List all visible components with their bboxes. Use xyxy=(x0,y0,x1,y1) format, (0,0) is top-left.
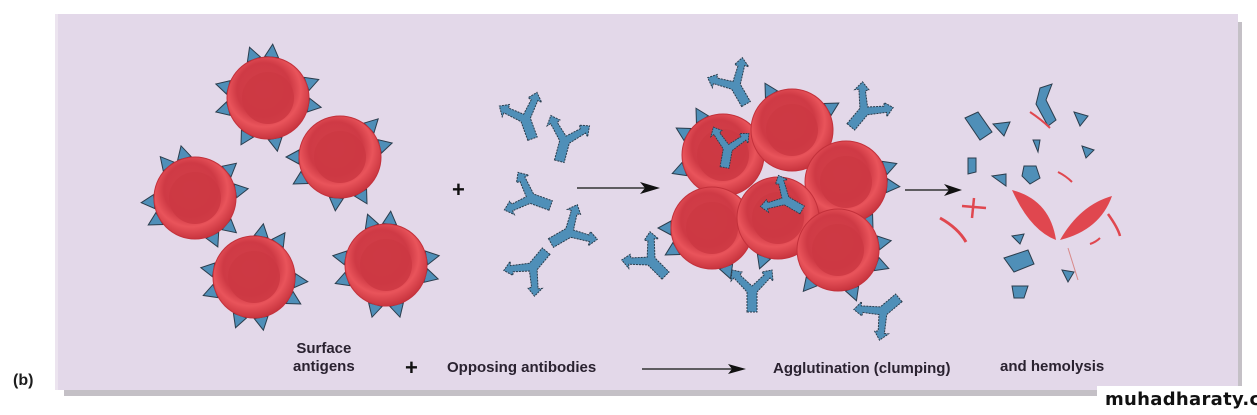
stage-rbc-with-antigens xyxy=(140,43,441,332)
antibody xyxy=(852,281,913,342)
red-blood-cell xyxy=(796,208,893,304)
watermark-text: muhadharaty.com xyxy=(1105,389,1257,410)
antibody xyxy=(538,114,591,168)
figure-panel-label: (b) xyxy=(13,372,34,389)
watermark: muhadharaty.com xyxy=(1097,386,1257,415)
stage-agglutinated-clump xyxy=(620,56,913,342)
label-agglutination: Agglutination (clumping) xyxy=(773,360,951,377)
plus-sign-top: + xyxy=(452,177,465,202)
label-surface-antigens: Surface antigens xyxy=(293,340,355,376)
label-arrow xyxy=(642,364,746,374)
antibody xyxy=(730,269,774,313)
antibody xyxy=(834,80,895,141)
red-blood-cell xyxy=(669,104,765,197)
antibody xyxy=(706,56,765,116)
stage-free-antibodies xyxy=(497,91,599,298)
red-blood-cell xyxy=(657,186,754,282)
antibody xyxy=(497,91,553,147)
red-blood-cell xyxy=(331,210,441,320)
label-opposing-antibodies: Opposing antibodies xyxy=(447,359,597,376)
antibody xyxy=(620,230,681,291)
label-hemolysis: and hemolysis xyxy=(1000,358,1105,375)
antibody xyxy=(503,170,559,226)
red-blood-cell xyxy=(285,113,395,212)
label-surface-antigens-line2: antigens xyxy=(293,358,355,375)
reaction-arrow xyxy=(905,184,962,196)
label-surface-antigens-line1: Surface xyxy=(296,340,352,357)
antibody xyxy=(539,203,599,262)
stage-hemolysis-fragments xyxy=(939,83,1122,299)
reaction-arrow xyxy=(577,182,660,194)
red-blood-cell xyxy=(140,143,250,251)
plus-sign-bottom: + xyxy=(405,355,418,380)
